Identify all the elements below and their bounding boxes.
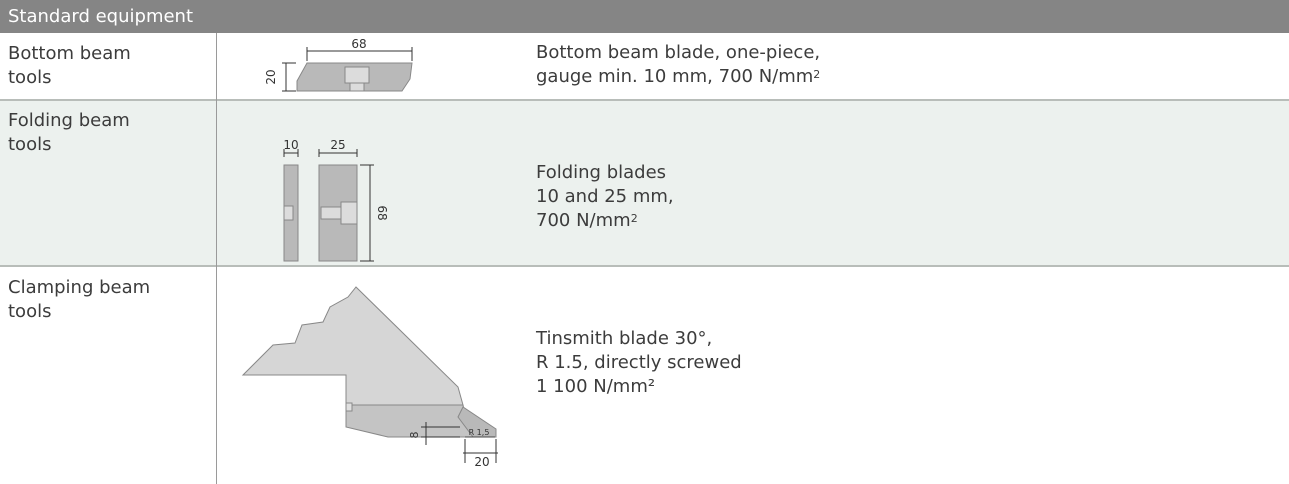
tinsmith-blade-drawing: 8 R 1,5 20	[241, 286, 498, 469]
dim-20: 20	[474, 455, 489, 469]
dim-8: 8	[408, 432, 421, 439]
dim-25: 25	[330, 138, 345, 152]
dim-68: 68	[375, 205, 389, 220]
column-divider	[216, 33, 217, 484]
row-description: Bottom beam blade, one-piece, gauge min.…	[536, 42, 821, 87]
dim-10: 10	[283, 138, 298, 152]
row-description: Tinsmith blade 30°, R 1.5, directly scre…	[536, 328, 742, 397]
row-label: Folding beam tools	[8, 110, 130, 155]
row-separator	[0, 265, 1289, 267]
folding-blades-drawing: 10 25 68	[283, 138, 389, 262]
row-label: Clamping beam tools	[8, 277, 151, 322]
table-header: Standard equipment	[0, 0, 1289, 33]
dim-20: 20	[264, 69, 278, 84]
row-separator	[0, 99, 1289, 101]
row-description: Folding blades 10 and 25 mm, 700 N/mm2	[536, 162, 674, 231]
row-label: Bottom beam tools	[8, 43, 131, 88]
bottom-beam-blade-drawing: 68 20	[264, 37, 413, 92]
table-title: Standard equipment	[8, 6, 194, 27]
table-row-clamping-beam: Clamping beam tools 8 R 1,5 20 Tinsmith …	[0, 267, 1289, 484]
dim-r-1-5: R 1,5	[469, 428, 490, 437]
table-row-bottom-beam: Bottom beam tools 68 20 Bottom beam blad…	[0, 33, 1289, 99]
dim-68: 68	[351, 37, 366, 51]
table-row-folding-beam: Folding beam tools 10 25 68 Folding blad…	[0, 101, 1289, 265]
